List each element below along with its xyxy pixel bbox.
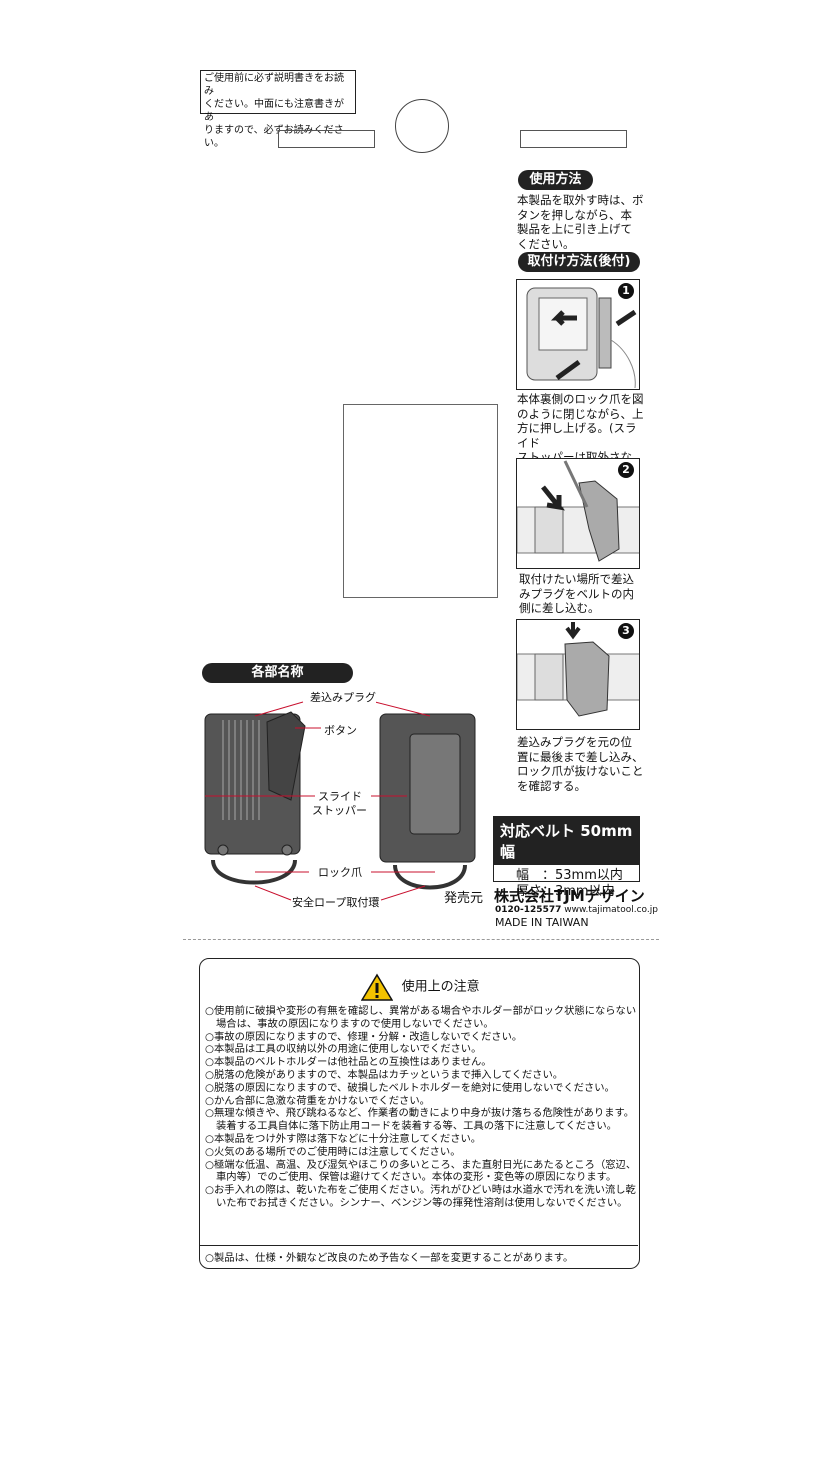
step-3-number: 3 <box>618 623 634 639</box>
usage-title: 使用方法 <box>518 170 593 190</box>
caution-footer: ○製品は、仕様・外観など改良のため予告なく一部を変更することがあります。 <box>200 1245 638 1267</box>
step-1-line: 本体裏側のロック爪を図 <box>517 392 644 406</box>
phone-number: 0120-125577 <box>495 905 562 915</box>
step-3-line: 差込みプラグを元の位 <box>517 735 632 749</box>
cut-line <box>183 939 659 940</box>
step-3-drawing <box>517 622 639 717</box>
company-name: 株式会社TJMデザイン <box>494 887 645 905</box>
step-3-illustration: 3 <box>516 619 640 730</box>
caution-box: 使用上の注意 ○使用前に破損や変形の有無を確認し、異常がある場合やホルダー部がロ… <box>199 958 640 1269</box>
usage-text: 本製品を取外す時は、ボ タンを押しながら、本 製品を上に引き上げて ください。 <box>517 193 645 251</box>
usage-line: 本製品を取外す時は、ボ <box>517 193 644 207</box>
caution-item: ○本製品のベルトホルダーは他社品との互換性はありません。 <box>205 1056 492 1069</box>
label-plug: 差込みプラグ <box>310 689 376 705</box>
hang-hole <box>395 99 449 153</box>
notice-line: りますので、必ずお読みください。 <box>204 125 344 149</box>
label-lock: ロック爪 <box>318 864 362 880</box>
step-2-line: 取付けたい場所で差込 <box>519 572 634 586</box>
step-1-drawing <box>526 287 637 389</box>
caution-title: 使用上の注意 <box>401 979 480 995</box>
usage-line: タンを押しながら、本 <box>517 207 632 222</box>
belt-width: 幅 ：53mm以内 <box>516 868 623 883</box>
caution-heading: 使用上の注意 <box>200 973 641 1001</box>
step-3-line: ロック爪が抜けないこと <box>517 764 644 778</box>
caution-item: ○本製品は工具の収納以外の用途に使用しないでください。 <box>205 1043 482 1056</box>
step-3-line: 置に最後まで差し込み、 <box>517 749 644 764</box>
contact-line: 0120-125577 www.tajimatool.co.jp <box>495 905 658 915</box>
step-2-text: 取付けたい場所で差込 みプラグをベルトの内 側に差し込む。 <box>519 572 647 616</box>
notice-line: ご使用前に必ず説明書きをお読み <box>204 73 344 97</box>
caution-item: ○脱落の危険がありますので、本製品はカチッというまで挿入してください。 <box>205 1068 564 1081</box>
caution-item: ○事故の原因になりますので、修理・分解・改造しないでください。 <box>205 1030 523 1043</box>
read-manual-notice: ご使用前に必ず説明書きをお読み ください。中面にも注意書きがあ りますので、必ず… <box>200 70 356 149</box>
caution-item: ○脱落の原因になりますので、破損したベルトホルダーを絶対に使用しないでください。 <box>205 1081 615 1094</box>
caution-item: ○無理な傾きや、飛び跳ねるなど、作業者の動きにより中身が抜け落ちる危険性がありま… <box>205 1107 635 1133</box>
step-2-number: 2 <box>618 462 634 478</box>
slot-left <box>278 130 375 148</box>
origin: MADE IN TAIWAN <box>495 916 589 929</box>
step-2-illustration: 2 <box>516 458 640 569</box>
warning-icon <box>361 973 394 1001</box>
step-1-line: 方に押し上げる。(スライド <box>517 421 637 450</box>
label-slide-2: ストッパー <box>312 802 367 818</box>
step-1-line: のように閉じながら、上 <box>517 406 644 421</box>
caution-item: ○使用前に破損や変形の有無を確認し、異常がある場合やホルダー部がロック状態になら… <box>205 1005 637 1030</box>
website-url: www.tajimatool.co.jp <box>564 905 658 915</box>
step-2-line: 側に差し込む。 <box>519 601 600 615</box>
label-rope: 安全ロープ取付環 <box>292 894 380 910</box>
caution-item: ○火気のある場所でのご使用時には注意してください。 <box>205 1145 461 1158</box>
maker-label: 発売元 <box>444 891 484 906</box>
label-slide-1: スライド <box>318 788 362 804</box>
attach-title: 取付け方法(後付) <box>518 252 640 272</box>
step-2-line: みプラグをベルトの内 <box>519 586 634 601</box>
caution-list: ○使用前に破損や変形の有無を確認し、異常がある場合やホルダー部がロック状態になら… <box>205 1005 637 1210</box>
usage-line: ください。 <box>517 236 575 251</box>
caution-item: ○本製品をつけ外す際は落下などに十分注意してください。 <box>205 1132 482 1145</box>
belt-spec-box: 対応ベルト 50mm幅 幅 ：53mm以内 厚さ：3mm以内 <box>493 816 640 899</box>
caution-item: ○かん合部に急激な荷重をかけないでください。 <box>205 1094 430 1107</box>
parts-diagram <box>204 701 476 901</box>
parts-title: 各部名称 <box>202 663 353 683</box>
caution-item: ○お手入れの際は、乾いた布をご使用ください。汚れがひどい時は水道水で汚れを洗い流… <box>205 1184 636 1209</box>
belt-title: 対応ベルト 50mm幅 <box>494 817 639 865</box>
label-button: ボタン <box>324 722 357 738</box>
step-1-number: 1 <box>618 283 634 299</box>
step-3-line: を確認する。 <box>517 778 586 793</box>
caution-item: ○極端な低温、高温、及び湿気やほこりの多いところ、また直射日光にあたるところ（窓… <box>205 1158 637 1184</box>
belt-thickness: 厚さ：3mm以内 <box>516 884 615 899</box>
step-2-drawing <box>517 460 639 562</box>
product-window <box>343 404 498 598</box>
step-3-text: 差込みプラグを元の位 置に最後まで差し込み、 ロック爪が抜けないこと を確認する… <box>517 735 645 793</box>
slot-right <box>520 130 627 148</box>
step-1-illustration: 1 <box>516 279 640 390</box>
usage-line: 製品を上に引き上げて <box>517 222 632 236</box>
notice-line: ください。中面にも注意書きがあ <box>204 99 344 123</box>
